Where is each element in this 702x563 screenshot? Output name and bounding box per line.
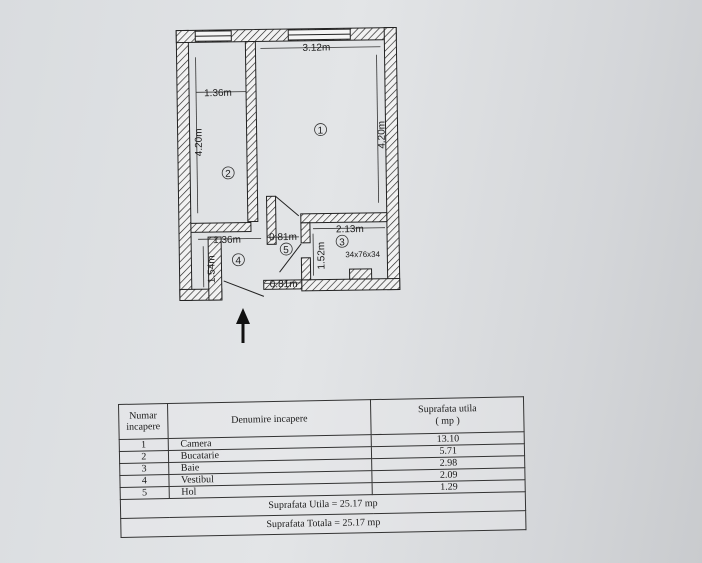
- row-number: 1: [119, 438, 169, 452]
- dim-vestibul-width: 1.36m: [213, 235, 241, 246]
- room-number-1: 1: [318, 126, 324, 137]
- dimension-labels: 3.12m 1.36m 4.20m 4.20m 1.36m 0.81m 2.13…: [194, 42, 388, 290]
- dim-bath-width: 2.13m: [336, 224, 364, 235]
- entrance-arrow-icon: [236, 308, 250, 343]
- dim-kitchen-width: 1.36m: [204, 88, 232, 99]
- row-number: 2: [119, 450, 169, 464]
- dim-bath-fixture: 34x76x34: [345, 250, 380, 259]
- row-number: 4: [119, 474, 169, 488]
- dim-kitchen-height: 4.20m: [194, 128, 205, 156]
- dim-vestibul-height: 1.54m: [206, 255, 217, 283]
- header-room-name: Denumire incapere: [167, 399, 372, 439]
- interior-walls: [190, 40, 388, 290]
- dimension-lines: [195, 46, 385, 288]
- room-number-4: 4: [235, 256, 241, 267]
- windows: [194, 28, 351, 42]
- dim-hol-width-bottom: 0.81m: [270, 279, 298, 290]
- row-number: 3: [119, 462, 169, 476]
- row-number: 5: [120, 486, 169, 500]
- dim-room1-width: 3.12m: [302, 42, 330, 53]
- room-numbers: [221, 123, 349, 267]
- dim-room1-height: 4.20m: [376, 121, 387, 149]
- room-number-3: 3: [339, 237, 345, 248]
- header-room-number: Numar incapere: [118, 403, 168, 440]
- dim-hol-width-top: 0.81m: [269, 232, 297, 243]
- dim-bath-height: 1.52m: [316, 242, 327, 270]
- room-number-5: 5: [283, 245, 289, 256]
- room-area-table: Numar incapere Denumire incapere Suprafa…: [118, 396, 527, 538]
- room-number-2: 2: [225, 169, 231, 180]
- header-useful-area: Suprafata utila ( mp ): [370, 396, 525, 435]
- doors: [223, 195, 302, 297]
